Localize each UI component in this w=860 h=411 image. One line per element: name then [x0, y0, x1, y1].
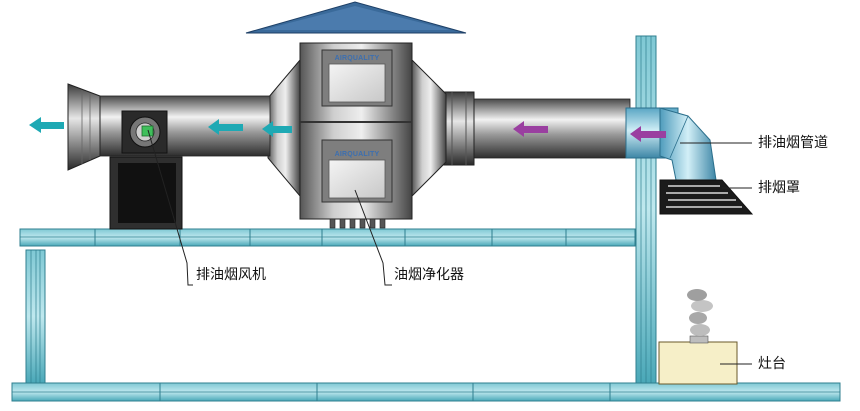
stove: [658, 289, 738, 385]
outlet-horn: [67, 83, 101, 171]
fan-label: 排油烟风机: [196, 267, 266, 283]
flow-arrow-icon: [513, 121, 666, 142]
purifier-label: 油烟净化器: [394, 267, 464, 283]
flow-arrow-icon: [29, 117, 292, 137]
fan-icon: [141, 125, 154, 137]
smoke-icon: [687, 289, 713, 336]
inlet-duct: [469, 98, 631, 159]
frame: [11, 35, 841, 402]
purifier-brand-top: AIRQUALITY: [335, 55, 380, 62]
exhaust-duct-label: 排油烟管道: [758, 135, 828, 151]
hood-label: 排烟罩: [758, 180, 800, 196]
purifier-unit: AIRQUALITY AIRQUALITY: [267, 42, 447, 229]
purifier-brand-bottom: AIRQUALITY: [335, 151, 380, 158]
leader-lines: [147, 129, 752, 365]
stove-label: 灶台: [758, 356, 786, 372]
hood: [659, 179, 754, 215]
